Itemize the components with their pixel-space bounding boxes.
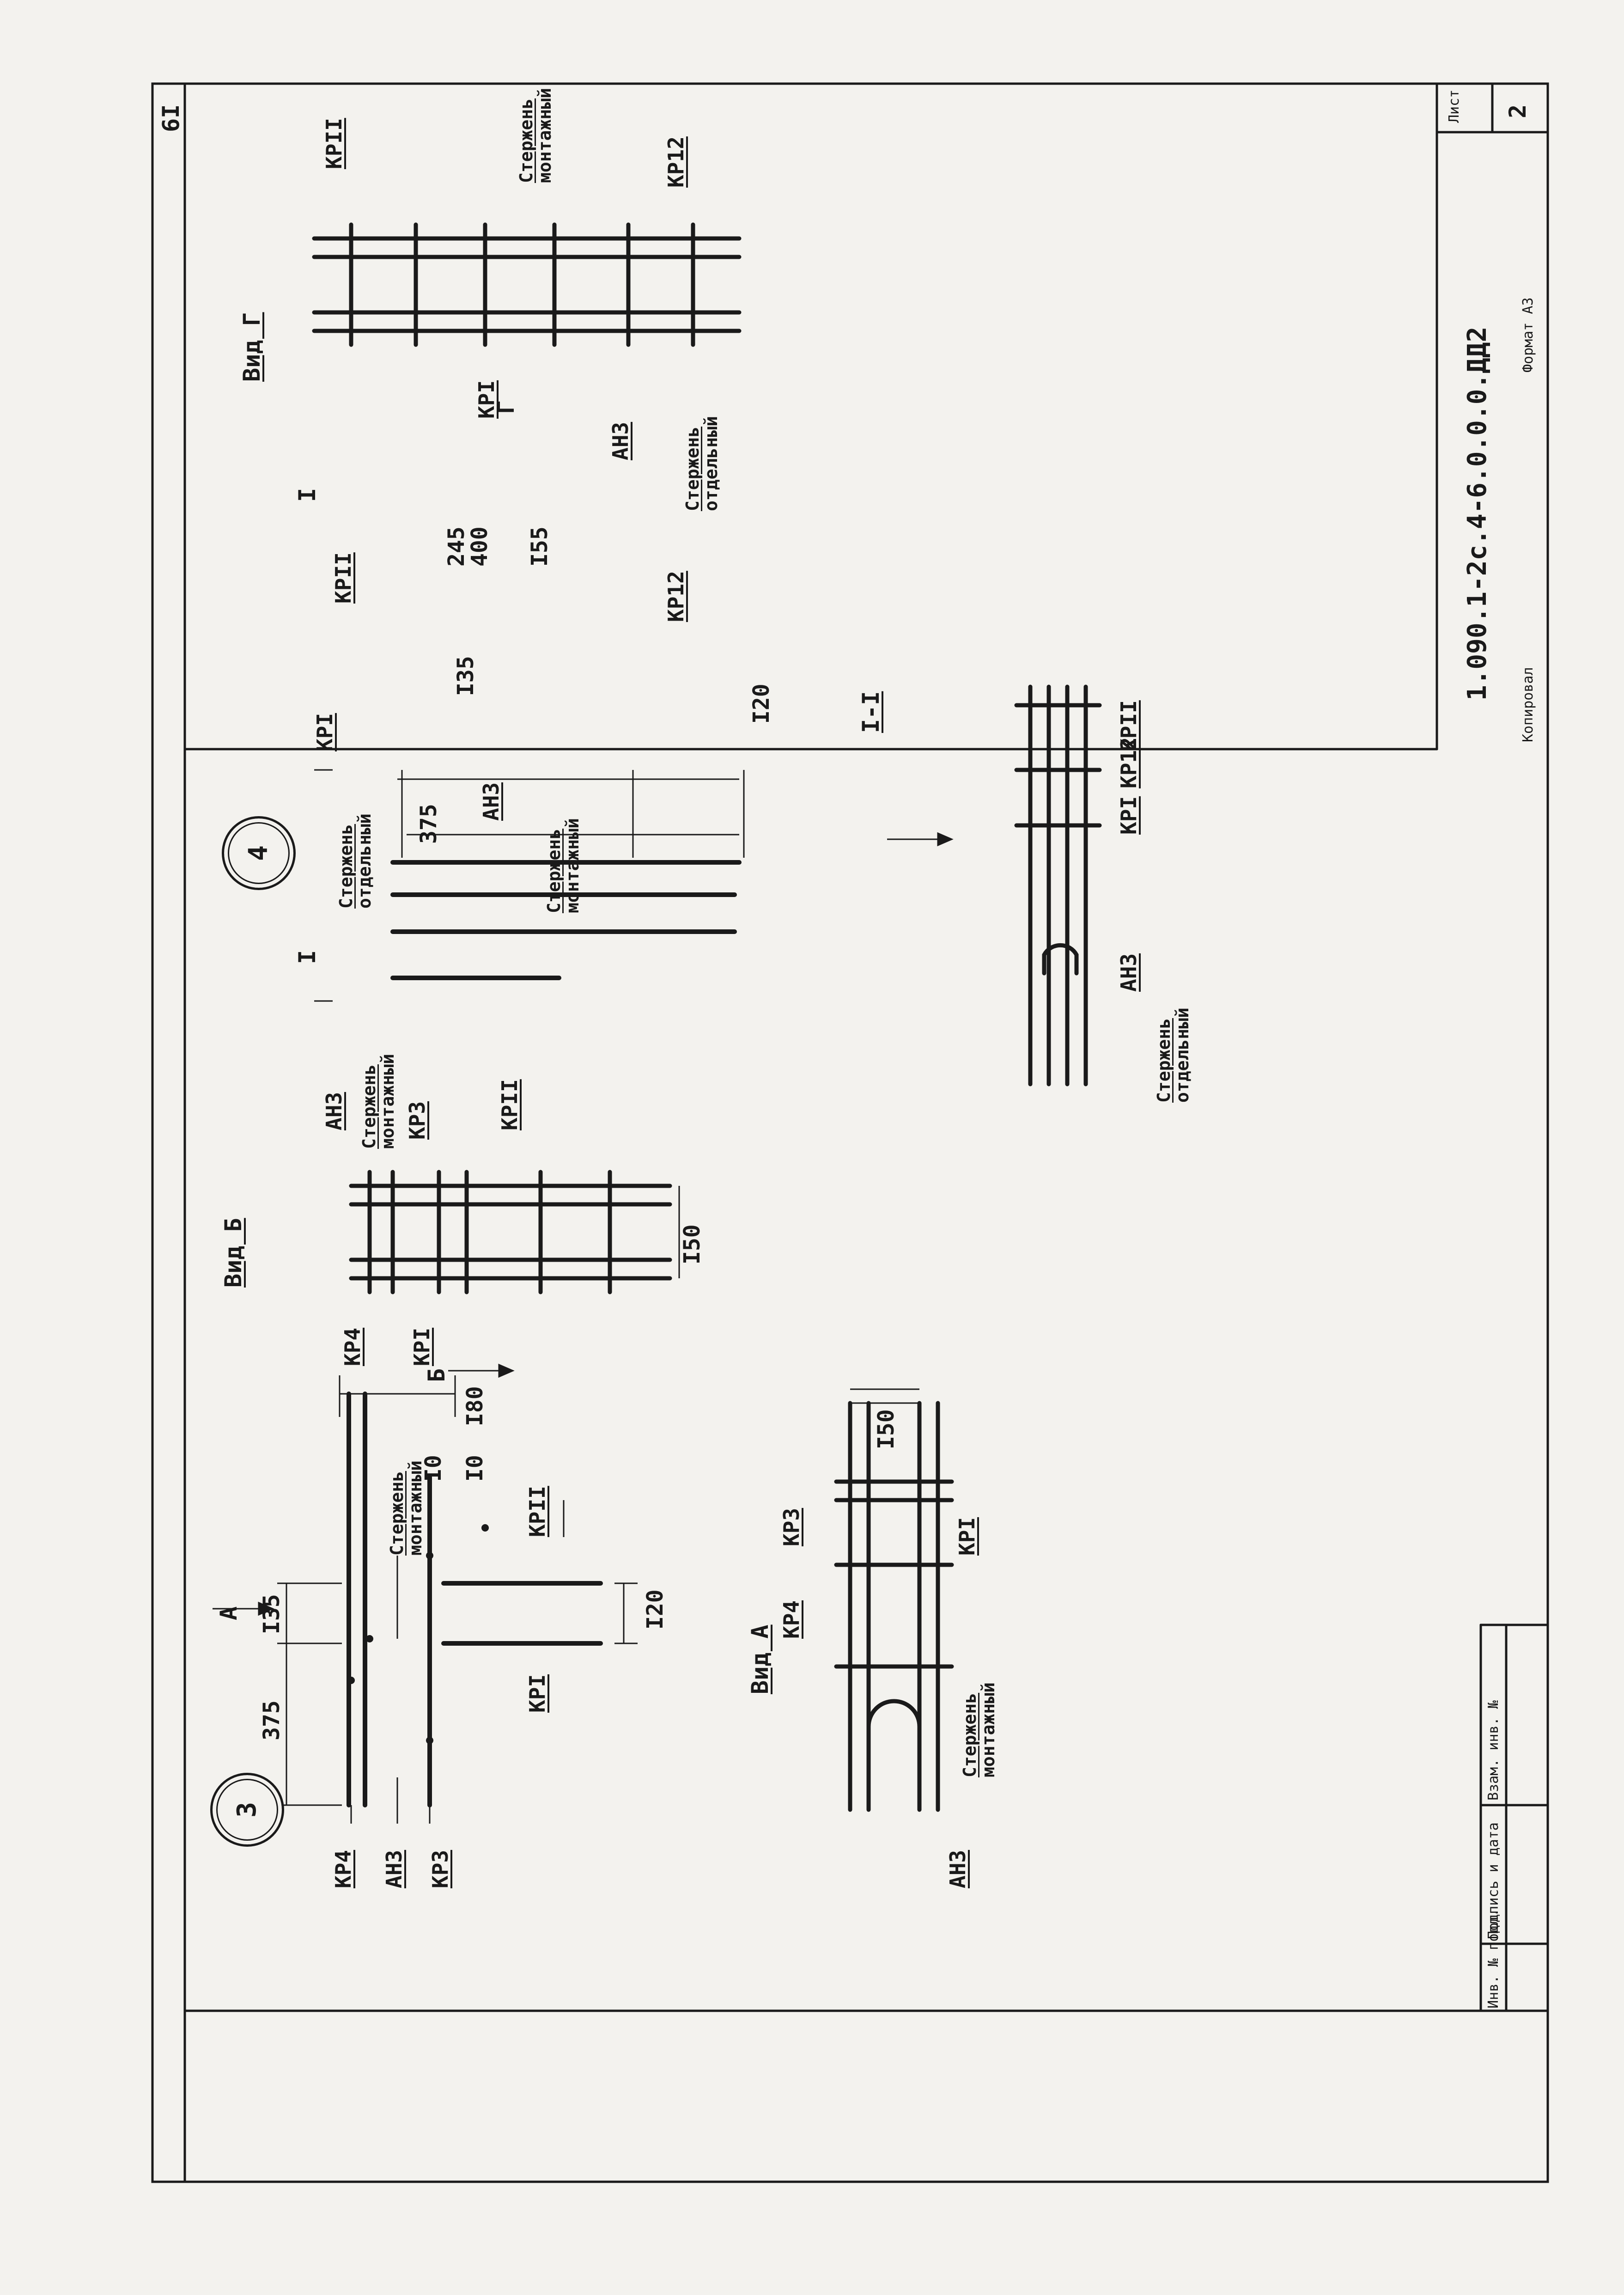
label-kr3-viewA: КР3 xyxy=(779,1508,804,1546)
label-kr3-viewB: КР3 xyxy=(405,1101,430,1140)
copied-label: Копировал xyxy=(1520,667,1536,742)
label-kri-section: КРI xyxy=(1116,796,1141,835)
label-ah3-viewB: АН3 xyxy=(322,1092,347,1130)
node-4-callout: 4 xyxy=(222,816,296,890)
section-mark-1-right: I xyxy=(294,488,321,502)
label-kri-viewB: КРI xyxy=(409,1327,434,1366)
dim-245-node4: 245 xyxy=(444,526,469,567)
document-code: 1.090.1-2с.4-6.0.0.0.ДД2 xyxy=(1462,326,1492,701)
section-mark-1-left: I xyxy=(294,950,321,964)
label-kr4-viewB: КР4 xyxy=(340,1327,365,1366)
label-kr12-node4: КР12 xyxy=(663,571,688,622)
view-b-title: Вид Б xyxy=(220,1218,247,1288)
sheet-number: 2 xyxy=(1504,104,1531,118)
label-krii-node4: КРII xyxy=(331,552,356,604)
label-rod-mount-node4: Стержень монтажный xyxy=(544,818,583,913)
label-krii-viewB: КРII xyxy=(497,1079,522,1130)
label-rod-mount-viewG: Стержень монтажный xyxy=(516,88,555,183)
label-kri-node4: КРI xyxy=(312,713,337,751)
dim-120-node4: I20 xyxy=(748,684,774,724)
outer-frame xyxy=(151,82,1549,2183)
label-rod-sep-viewG: Стержень отдельный xyxy=(682,416,721,511)
label-rod-sep-node4-left: Стержень отдельный xyxy=(336,813,375,909)
label-ah3-viewA: АН3 xyxy=(945,1849,970,1888)
dim-375-node3: 375 xyxy=(259,1700,285,1740)
dim-135-node3: I35 xyxy=(259,1594,285,1634)
label-kr3-node3: КР3 xyxy=(428,1849,453,1888)
dim-120-node3: I20 xyxy=(642,1589,668,1630)
stamp-cell-replace: Взам. инв. № xyxy=(1485,1700,1502,1801)
dim-375-node4: 375 xyxy=(416,804,442,844)
label-kr4-viewA: КР4 xyxy=(779,1600,804,1639)
node-4-number: 4 xyxy=(243,845,274,861)
label-rod-mount-viewB: Стержень монтажный xyxy=(359,1054,398,1149)
sheet-label: Лист xyxy=(1446,89,1462,123)
dim-400-node4: 400 xyxy=(467,526,493,567)
format-label: Формат А3 xyxy=(1520,297,1536,372)
dim-180-node3: I80 xyxy=(462,1386,488,1426)
dim-150-viewB: I50 xyxy=(679,1224,705,1264)
label-kr12-viewG: КР12 xyxy=(663,136,688,188)
arrow-b-label: Б xyxy=(423,1368,450,1382)
node-3-number: 3 xyxy=(232,1802,262,1818)
view-a-title: Вид А xyxy=(747,1624,773,1694)
section-1-1-title: I-I xyxy=(858,691,884,733)
label-ah3-node3: АН3 xyxy=(382,1849,407,1888)
dim-135-node4: I35 xyxy=(453,656,479,696)
page-number: 6I xyxy=(158,104,184,132)
label-ah3-section: АН3 xyxy=(1116,953,1141,992)
label-kr4-node3: КР4 xyxy=(331,1849,356,1888)
view-g-title: Вид Г xyxy=(238,312,265,382)
dim-155-node4: I55 xyxy=(527,526,553,567)
label-kri-viewG: КРI xyxy=(474,380,499,419)
stamp-cell-sign: Подпись и дата xyxy=(1485,1822,1502,1939)
label-ah3-viewG: АН3 xyxy=(608,421,633,460)
label-rod-mount-node3: Стержень монтажный xyxy=(387,1460,426,1556)
label-kri-viewA: КРI xyxy=(955,1517,979,1556)
label-krii-viewG: КРII xyxy=(322,118,347,169)
label-kr12-section: КР12 xyxy=(1116,737,1141,788)
dim-150-viewA: I50 xyxy=(873,1409,899,1449)
label-krii-node3: КРII xyxy=(525,1486,550,1537)
label-rod-mount-viewA: Стержень монтажный xyxy=(960,1682,998,1777)
dim-10-node3-a: I0 xyxy=(462,1455,488,1482)
label-rod-sep-section: Стержень отдельный xyxy=(1154,1007,1192,1103)
label-ah3-node4: АН3 xyxy=(479,782,504,821)
node-3-callout: 3 xyxy=(210,1773,284,1847)
arrow-a-label: А xyxy=(215,1606,242,1620)
label-kri-node3: КРI xyxy=(525,1674,550,1713)
